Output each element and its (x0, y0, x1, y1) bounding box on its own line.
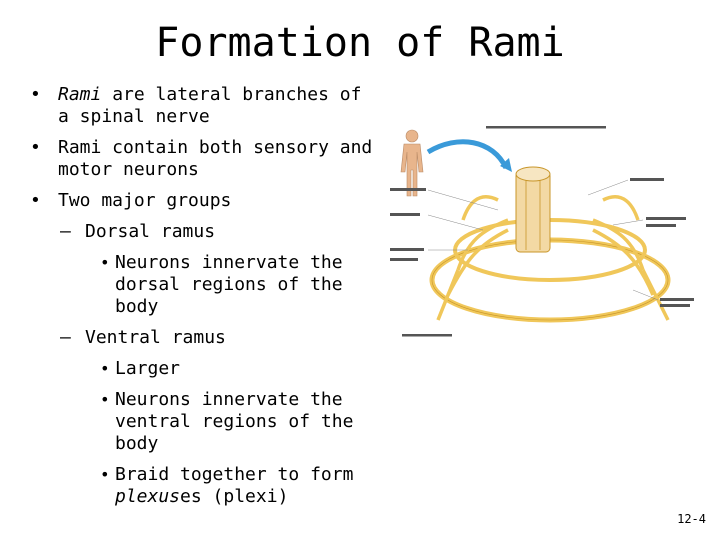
list-item: – Ventral ramus (30, 327, 375, 349)
term-rami: Rami (58, 84, 102, 105)
list-item-text: Larger (115, 358, 181, 379)
list-item: • Rami are lateral branches of a spinal … (30, 84, 375, 128)
list-item: • Rami contain both sensory and motor ne… (30, 137, 375, 181)
dash-marker: – (60, 327, 71, 348)
slide-title: Formation of Rami (155, 20, 565, 66)
spinal-nerve-rami-illustration (390, 126, 694, 337)
nerve-branches (436, 195, 670, 321)
list-item: • Neurons innervate the ventral regions … (30, 389, 375, 455)
bullet-marker: • (30, 137, 41, 158)
spinal-cord-segment (515, 166, 551, 253)
list-item: • Larger (30, 358, 375, 380)
list-item: • Braid together to form plexuses (plexi… (30, 464, 375, 508)
list-item: • Neurons innervate the dorsal regions o… (30, 252, 375, 318)
bullet-marker: • (100, 253, 110, 272)
pointer-arrow-icon (426, 139, 509, 170)
list-item-text: Ventral ramus (85, 327, 226, 348)
bullet-marker: • (100, 390, 110, 409)
list-item: • Two major groups (30, 190, 375, 212)
list-item-text: Braid together to form (115, 464, 354, 485)
list-item: – Dorsal ramus (30, 221, 375, 243)
page-number: 12-4 (677, 512, 706, 526)
bullet-marker: • (30, 84, 41, 105)
list-item-text: Neurons innervate the dorsal regions of … (115, 252, 343, 317)
list-item-text: Neurons innervate the ventral regions of… (115, 389, 354, 454)
bullet-list: • Rami are lateral branches of a spinal … (30, 84, 375, 517)
list-item-text: Rami contain both sensory and motor neur… (58, 137, 373, 180)
list-item-text: es (plexi) (180, 486, 289, 507)
dash-marker: – (60, 221, 71, 242)
list-item-text: Two major groups (58, 190, 232, 211)
term-plexus: plexus (115, 486, 181, 507)
bullet-marker: • (30, 190, 41, 211)
bullet-marker: • (100, 359, 110, 378)
list-item-text: Dorsal ramus (85, 221, 216, 242)
bullet-marker: • (100, 465, 110, 484)
human-figure-icon (400, 129, 424, 197)
list-item-text: are lateral branches of a spinal nerve (58, 84, 362, 127)
